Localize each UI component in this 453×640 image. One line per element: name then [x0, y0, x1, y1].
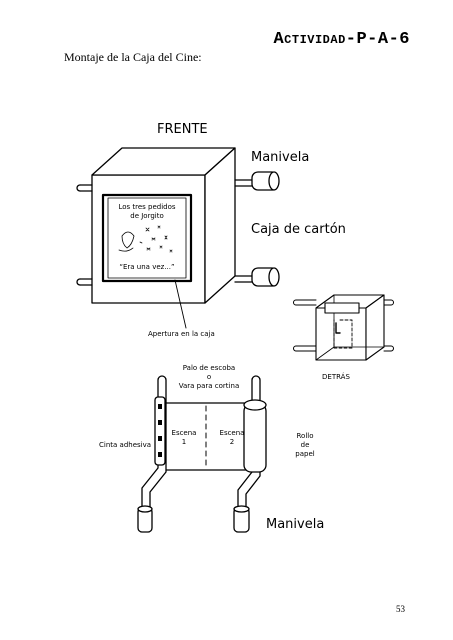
- label-caja-carton: Caja de cartón: [251, 222, 346, 237]
- bottom-crank: [234, 267, 280, 287]
- activity-prefix: Actividad: [273, 30, 346, 49]
- label-apertura: Apertura en la caja: [148, 330, 215, 338]
- front-rods: [76, 184, 93, 286]
- label-palo-line-2: o: [206, 373, 212, 381]
- label-escena-1-number: 1: [181, 438, 187, 446]
- label-palo: Palo de escoba o Vara para cortina: [174, 364, 244, 391]
- label-escena-1-word: Escena: [171, 429, 197, 437]
- label-escena-2-word: Escena: [219, 429, 245, 437]
- activity-code: -P-A-6: [345, 30, 410, 49]
- label-rollo: Rollo de papel: [290, 432, 320, 459]
- activity-title: Actividad-P-A-6: [273, 30, 410, 49]
- label-escena-2-number: 2: [229, 438, 235, 446]
- screen-title-line-2: de Jorgito: [130, 212, 164, 220]
- label-manivela-bottom: Manivela: [266, 517, 325, 532]
- back-view-box: [293, 294, 394, 361]
- screen-caption: “Era una vez...”: [119, 263, 175, 271]
- screen-opening: [101, 193, 193, 283]
- page-number: 53: [396, 604, 405, 614]
- apertura-pointer: [174, 279, 187, 329]
- label-rollo-line-2: de: [300, 441, 310, 449]
- label-rollo-line-3: papel: [295, 450, 315, 458]
- label-palo-line-3: Vara para cortina: [178, 382, 240, 390]
- top-crank: [234, 171, 280, 191]
- label-detras: DETRÁS: [322, 373, 350, 381]
- label-cinta: Cinta adhesiva: [99, 441, 152, 449]
- screen-title: Los tres pedidos de Jorgito: [112, 203, 182, 221]
- scroll-assembly: [137, 375, 267, 533]
- label-escena-2: Escena 2: [218, 429, 246, 447]
- screen-title-line-1: Los tres pedidos: [118, 203, 176, 211]
- label-rollo-line-1: Rollo: [296, 432, 314, 440]
- label-escena-1: Escena 1: [170, 429, 198, 447]
- label-palo-line-1: Palo de escoba: [182, 364, 236, 372]
- label-frente: FRENTE: [157, 122, 208, 137]
- label-manivela-top: Manivela: [251, 150, 310, 165]
- cardboard-box: [91, 147, 236, 304]
- page-subtitle: Montaje de la Caja del Cine:: [64, 50, 202, 64]
